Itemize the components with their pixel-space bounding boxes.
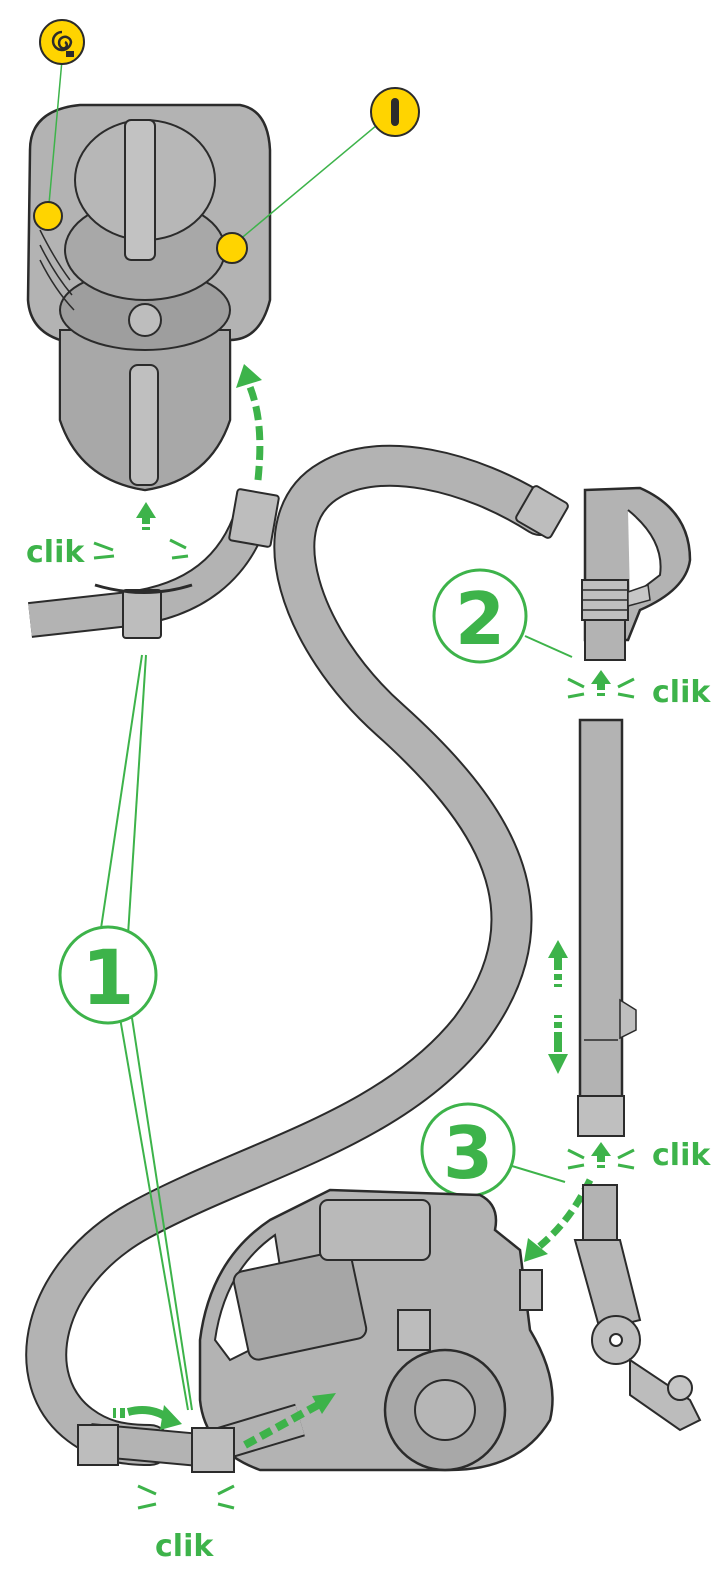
cyclone-unit-top-view: [26, 103, 272, 492]
click-indicator-wand-bottom: clik: [567, 1138, 711, 1173]
telescopic-arrows: [548, 940, 568, 1074]
short-hose-top: [28, 488, 280, 639]
click-label-wand-top: clik: [652, 675, 711, 710]
step-1-number: 1: [82, 933, 135, 1022]
click-indicator-base: clik: [137, 1484, 235, 1564]
step-2-number: 2: [455, 577, 505, 661]
cable-rewind-marker: [33, 19, 85, 231]
step-3-marker: 3: [420, 1102, 566, 1198]
click-label-top: clik: [26, 535, 85, 570]
step-3-number: 3: [443, 1111, 493, 1195]
power-switch-icon: [391, 98, 399, 126]
step-2-marker: 2: [432, 568, 573, 664]
canister-body: [198, 1188, 554, 1472]
click-label-wand-bottom: clik: [652, 1138, 711, 1173]
wand-handle: [581, 486, 692, 661]
cable-rewind-icon: [51, 30, 74, 57]
floor-tool: [573, 1184, 702, 1432]
insert-arrow-top: [236, 364, 264, 481]
step-1-marker: 1: [58, 654, 193, 1411]
insert-arrow-base: [113, 1393, 336, 1449]
click-indicator-top: clik: [26, 502, 189, 570]
flexible-hose: [25, 444, 569, 1466]
click-label-base: clik: [155, 1529, 214, 1564]
extension-wand: [577, 718, 637, 1137]
power-switch-marker: [216, 87, 420, 264]
click-indicator-wand-top: clik: [567, 670, 711, 710]
